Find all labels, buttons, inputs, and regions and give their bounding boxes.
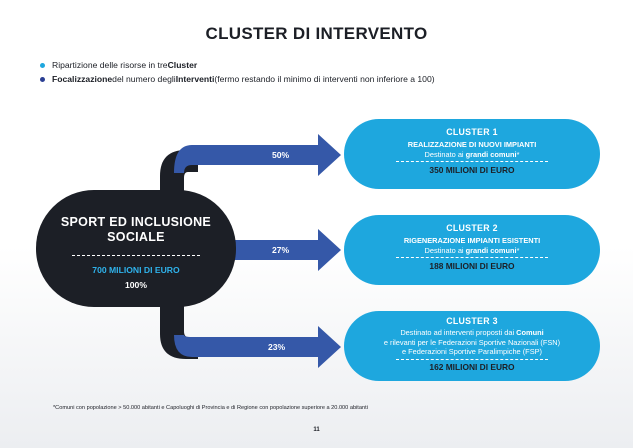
cluster-title: CLUSTER 1 xyxy=(446,127,498,137)
bullet-dot-icon xyxy=(40,62,45,68)
cluster-destination: Destinato ai grandi comuni* xyxy=(344,150,600,160)
bullet-item-1: Ripartizione delle risorse in tre Cluste… xyxy=(40,58,435,72)
destination-bold: grandi comuni xyxy=(465,245,517,255)
description-bold: Comuni xyxy=(516,328,544,337)
cluster-title: CLUSTER 2 xyxy=(446,223,498,233)
cluster-amount: 350 MILIONI DI EURO xyxy=(429,165,515,175)
footnote: *Comuni con popolazione > 50.000 abitant… xyxy=(53,405,368,411)
total-budget-pill: SPORT ED INCLUSIONE SOCIALE 700 MILIONI … xyxy=(36,190,236,307)
bullet-bold: Focalizzazione xyxy=(52,74,113,84)
divider xyxy=(396,257,548,258)
center-title-line: SPORT ED INCLUSIONE xyxy=(60,215,212,229)
bullet-list: Ripartizione delle risorse in tre Cluste… xyxy=(40,58,435,86)
cluster-subtitle: REALIZZAZIONE DI NUOVI IMPIANTI xyxy=(407,140,537,149)
divider xyxy=(72,255,200,256)
total-amount: 700 MILIONI DI EURO xyxy=(92,265,180,275)
cluster-description-line: e rilevanti per le Federazioni Sportive … xyxy=(383,337,561,347)
arrow-cluster-2 xyxy=(232,229,341,271)
bullet-text: del numero degli xyxy=(112,74,176,84)
destination-asterisk: * xyxy=(516,149,520,159)
destination-asterisk: * xyxy=(516,245,520,255)
cluster-destination: Destinato ai grandi comuni* xyxy=(344,246,600,256)
destination-text: Destinato ai xyxy=(424,149,466,159)
bullet-bold: Cluster xyxy=(167,60,198,70)
center-title: SPORT ED INCLUSIONE SOCIALE xyxy=(36,215,236,245)
divider xyxy=(396,161,548,162)
cluster-3-pill: CLUSTER 3 Destinato ad interventi propos… xyxy=(344,311,600,381)
cluster-1-pill: CLUSTER 1 REALIZZAZIONE DI NUOVI IMPIANT… xyxy=(344,119,600,189)
page-title: CLUSTER DI INTERVENTO xyxy=(205,24,428,43)
center-title-line: SOCIALE xyxy=(107,230,165,244)
bullet-bold: Interventi xyxy=(175,74,215,84)
destination-bold: grandi comuni xyxy=(465,149,517,159)
bullet-item-2: Focalizzazione del numero degli Interven… xyxy=(40,72,435,86)
arrow-cluster-1 xyxy=(174,134,341,176)
total-percent: 100% xyxy=(125,280,147,290)
arrow-percent-label: 23% xyxy=(268,342,286,352)
cluster-2-pill: CLUSTER 2 RIGENERAZIONE IMPIANTI ESISTEN… xyxy=(344,215,600,285)
arrow-percent-label: 27% xyxy=(272,245,290,255)
bullet-text: (fermo restando il minimo di interventi … xyxy=(214,74,435,84)
destination-text: Destinato ai xyxy=(424,245,466,255)
description-text: Destinato ad interventi proposti dai xyxy=(400,328,517,337)
cluster-amount: 162 MILIONI DI EURO xyxy=(429,361,515,372)
cluster-title: CLUSTER 3 xyxy=(446,316,498,326)
page-number: 11 xyxy=(313,427,320,433)
divider xyxy=(396,358,548,360)
cluster-description: Destinato ad interventi proposti dai Com… xyxy=(344,328,600,338)
cluster-subtitle: RIGENERAZIONE IMPIANTI ESISTENTI xyxy=(403,236,541,245)
arrow-percent-label: 50% xyxy=(272,150,290,160)
arrow-cluster-3 xyxy=(174,326,341,368)
bullet-text: Ripartizione delle risorse in tre xyxy=(52,60,168,70)
cluster-description-line: e Federazioni Sportive Paralimpiche (FSP… xyxy=(401,347,543,356)
cluster-amount: 188 MILIONI DI EURO xyxy=(429,261,515,271)
bullet-dot-icon xyxy=(40,76,45,82)
